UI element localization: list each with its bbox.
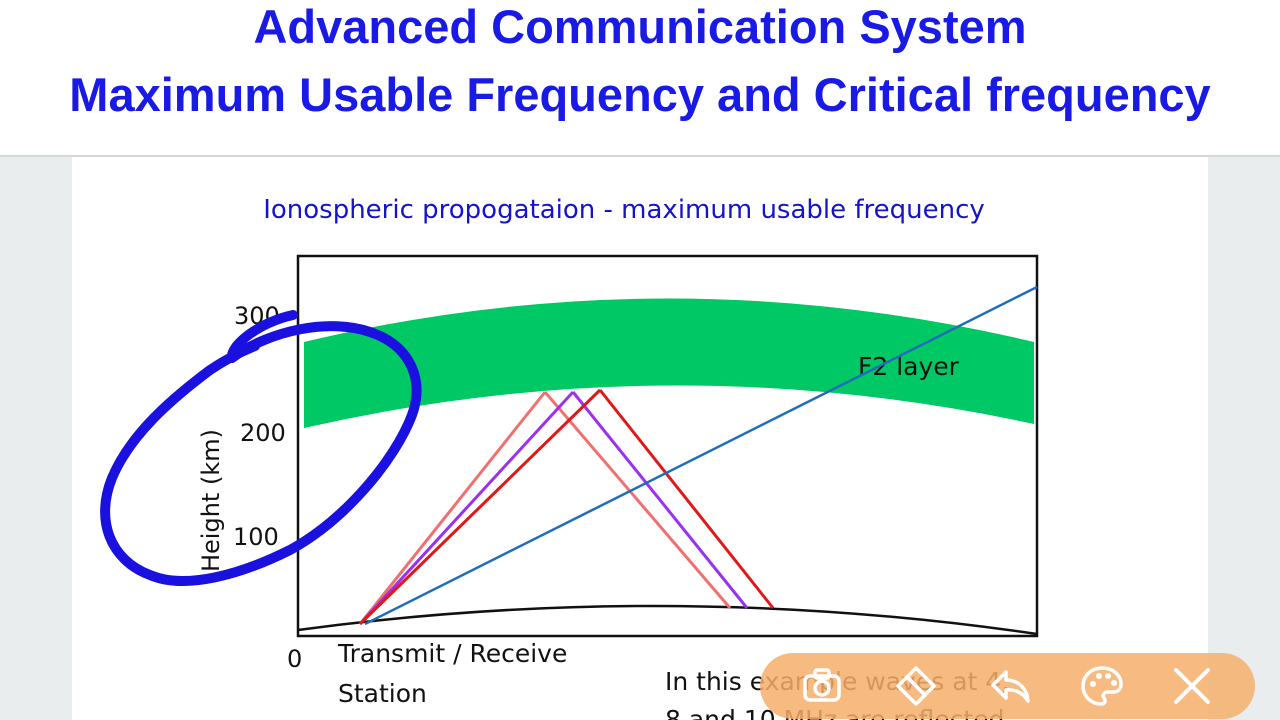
ray-8mhz-down [571, 391, 749, 609]
ray-8mhz-up [358, 390, 575, 626]
camera-icon[interactable] [798, 662, 846, 710]
ray-4mhz-up [358, 391, 547, 625]
annotation-loop [100, 310, 422, 586]
header-title-line1: Advanced Communication System [253, 0, 1027, 53]
ray-escaping [364, 285, 1038, 626]
slide-title: Ionospheric propogataion - maximum usabl… [263, 195, 985, 225]
eraser-icon[interactable] [892, 662, 940, 710]
annotation-toolbar [760, 653, 1255, 719]
tick-label-0: 0 [287, 645, 302, 673]
plot-frame [296, 254, 1039, 638]
station-label-line2: Station [338, 679, 427, 708]
earth-surface [297, 604, 1038, 636]
undo-icon[interactable] [986, 662, 1034, 710]
y-axis-label: Height (km) [197, 429, 225, 572]
header-title-line2: Maximum Usable Frequency and Critical fr… [69, 68, 1211, 121]
tick-label-200: 200 [240, 419, 286, 447]
palette-icon[interactable] [1078, 662, 1126, 710]
station-label-line1: Transmit / Receive [337, 639, 567, 668]
ray-10mhz-up [358, 388, 602, 626]
ray-10mhz-down [598, 389, 775, 609]
page-header: Advanced Communication System Maximum Us… [0, 0, 1280, 157]
tick-label-100: 100 [233, 523, 279, 551]
f2-layer-band [304, 298, 1034, 428]
f2-layer-label: F2 layer [858, 352, 960, 381]
close-icon[interactable] [1168, 662, 1216, 710]
ray-4mhz-down [543, 391, 732, 609]
